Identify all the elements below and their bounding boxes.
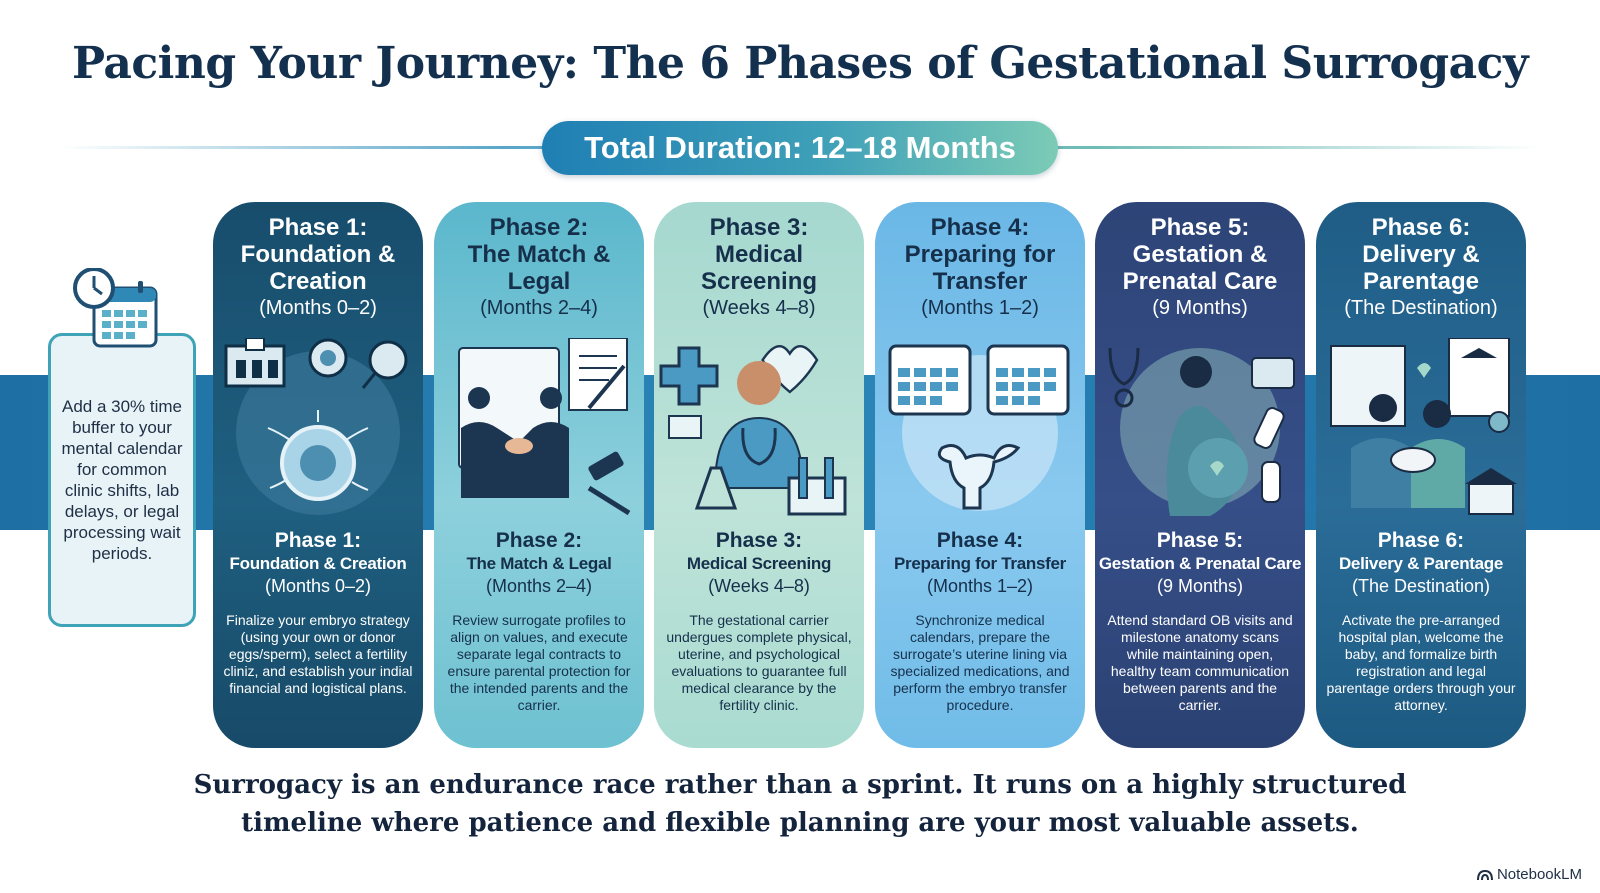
phase-name-line: Delivery & bbox=[1362, 241, 1480, 268]
phase-sub-name: Medical Screening bbox=[686, 554, 832, 573]
phase-card-3: Phase 3: Medical Screening (Weeks 4–8) P… bbox=[654, 202, 864, 748]
phase-title: Phase 6: bbox=[1371, 214, 1471, 241]
clinic-embryo-icon bbox=[224, 338, 408, 515]
phase-title: Phase 4: bbox=[930, 214, 1030, 241]
phase-sub-duration: (Months 1–2) bbox=[926, 576, 1034, 596]
phase-name-line: Parentage bbox=[1362, 268, 1480, 295]
footer-line: timeline where patience and flexible pla… bbox=[241, 808, 1359, 838]
phase-sub-name: Foundation & Creation bbox=[229, 554, 407, 573]
phase-description: The gestational carrier undergues comple… bbox=[666, 612, 852, 713]
phase-name-line: Prenatal Care bbox=[1122, 268, 1278, 295]
phase-name-line: Transfer bbox=[932, 268, 1028, 295]
phase-sub-title: Phase 1: bbox=[274, 529, 362, 552]
pregnancy-icon bbox=[1108, 347, 1295, 516]
phase-card-4: Phase 4: Preparing for Transfer (Months … bbox=[875, 202, 1085, 748]
phase-sub-name: Delivery & Parentage bbox=[1338, 554, 1504, 573]
phase-card-6: Phase 6: Delivery & Parentage (The Desti… bbox=[1316, 202, 1526, 748]
phase-sub-duration: (The Destination) bbox=[1351, 576, 1491, 596]
phase-card-2: Phase 2: The Match & Legal (Months 2–4) … bbox=[434, 202, 644, 748]
footer-statement: Surrogacy is an endurance race rather th… bbox=[0, 766, 1600, 842]
phase-name-line: The Match & bbox=[467, 241, 611, 268]
phase-duration: (Months 2–4) bbox=[480, 297, 598, 319]
phase-duration: (Months 0–2) bbox=[259, 297, 377, 319]
footer-line: Surrogacy is an endurance race rather th… bbox=[193, 770, 1407, 800]
phase-duration: (9 Months) bbox=[1152, 297, 1248, 319]
buffer-note-card: Add a 30% time buffer to your mental cal… bbox=[48, 333, 196, 627]
phase-title: Phase 1: bbox=[268, 214, 368, 241]
phase-sub-duration: (Months 2–4) bbox=[485, 576, 593, 596]
family-certificate-icon bbox=[1330, 338, 1517, 515]
phase-sub-title: Phase 2: bbox=[495, 529, 583, 552]
brand-label: NotebookLM bbox=[1496, 866, 1582, 883]
calendar-uterus-icon bbox=[888, 344, 1070, 511]
phase-description: Finalize your embryo strategy (using you… bbox=[223, 612, 413, 696]
handshake-contract-icon bbox=[458, 338, 631, 516]
phase-duration: (Months 1–2) bbox=[921, 297, 1039, 319]
phase-description: Activate the pre-arranged hospital plan,… bbox=[1326, 612, 1516, 713]
phase-description: Attend standard OB visits and milestone … bbox=[1107, 612, 1293, 713]
phase-name-line: Legal bbox=[507, 268, 571, 295]
phase-title: Phase 5: bbox=[1150, 214, 1250, 241]
phase-sub-duration: (Weeks 4–8) bbox=[708, 576, 810, 596]
phase-description: Review surrogate profiles to align on va… bbox=[447, 612, 631, 713]
clock-calendar-icon bbox=[73, 268, 158, 348]
phase-name-line: Screening bbox=[700, 268, 818, 295]
medical-screening-icon bbox=[659, 345, 847, 516]
phase-description: Synchronize medical calendars, prepare t… bbox=[890, 612, 1070, 713]
phase-card-5: Phase 5: Gestation & Prenatal Care (9 Mo… bbox=[1095, 202, 1305, 748]
phase-sub-title: Phase 6: bbox=[1377, 529, 1465, 552]
phase-sub-name: Preparing for Transfer bbox=[894, 554, 1066, 573]
phase-title: Phase 2: bbox=[489, 214, 589, 241]
phase-title: Phase 3: bbox=[709, 214, 809, 241]
phase-name-line: Preparing for bbox=[904, 241, 1056, 268]
phase-duration: (Weeks 4–8) bbox=[702, 297, 816, 319]
page-title: Pacing Your Journey: The 6 Phases of Ges… bbox=[71, 38, 1529, 89]
phase-duration: (The Destination) bbox=[1344, 297, 1498, 319]
notebooklm-logo-icon bbox=[1476, 869, 1493, 880]
phase-name-line: Creation bbox=[269, 268, 367, 295]
phase-card-1: Phase 1: Foundation & Creation (Months 0… bbox=[213, 202, 423, 748]
phase-sub-name: The Match & Legal bbox=[466, 554, 612, 573]
phase-sub-duration: (9 Months) bbox=[1156, 576, 1244, 596]
phase-sub-duration: (Months 0–2) bbox=[264, 576, 372, 596]
phase-sub-name: Gestation & Prenatal Care bbox=[1098, 554, 1302, 573]
phase-name-line: Gestation & bbox=[1132, 241, 1268, 268]
phase-name-line: Foundation & bbox=[240, 241, 396, 268]
phase-sub-title: Phase 4: bbox=[936, 529, 1024, 552]
phase-sub-title: Phase 5: bbox=[1156, 529, 1244, 552]
buffer-note-text: Add a 30% time buffer to your mental cal… bbox=[61, 397, 183, 563]
phase-name-line: Medical bbox=[714, 241, 804, 268]
total-duration-pill: Total Duration: 12–18 Months bbox=[542, 121, 1058, 175]
phase-sub-title: Phase 3: bbox=[715, 529, 803, 552]
brand-mark: NotebookLM bbox=[1476, 866, 1582, 883]
